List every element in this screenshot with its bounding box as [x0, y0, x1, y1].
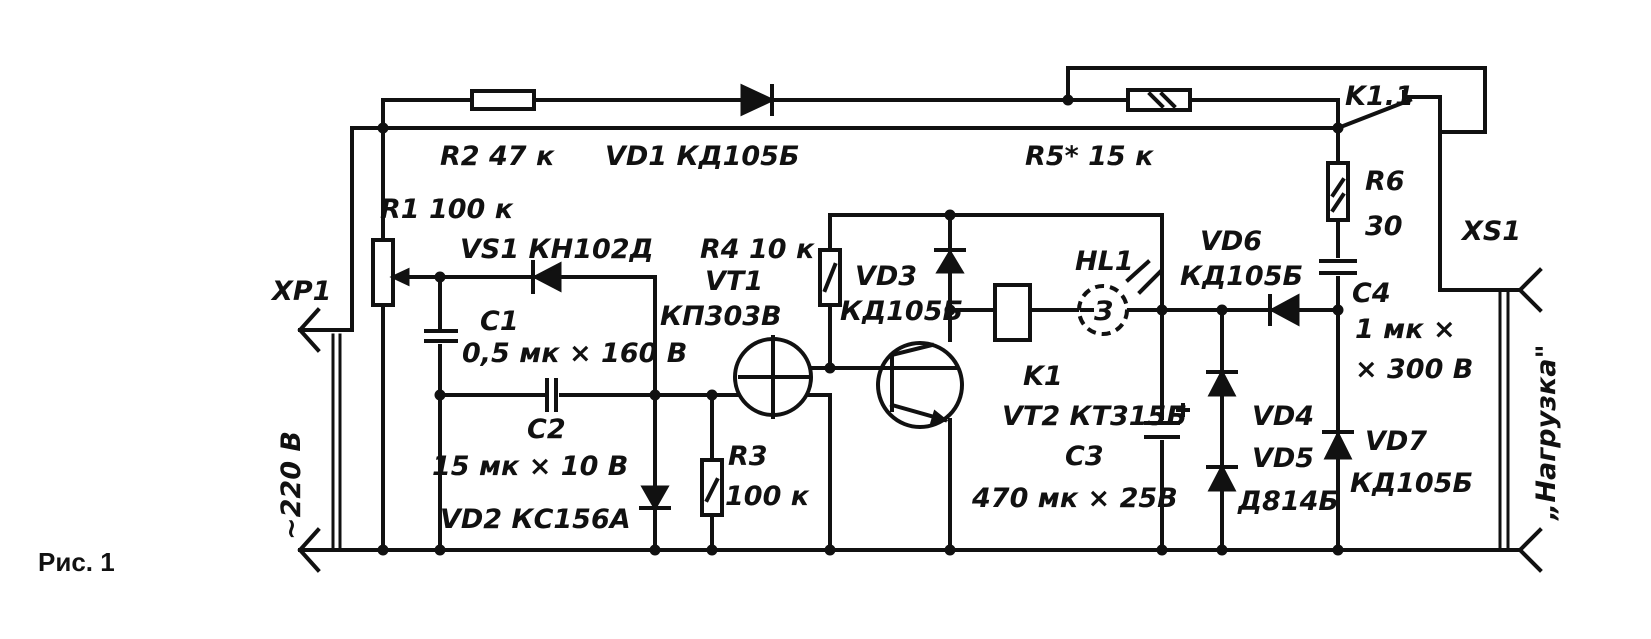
fet-vt1-symbol — [733, 337, 813, 417]
label-c4-value1: 1 мк × — [1355, 314, 1456, 345]
capacitor-c1-symbol — [424, 329, 458, 344]
label-r3: R3 — [728, 441, 768, 472]
zener-vd5-symbol — [1206, 463, 1238, 492]
plug-xp1 — [297, 307, 342, 573]
potentiometer-r1-symbol — [371, 238, 410, 307]
lamp-hl1-symbol: З — [1077, 259, 1163, 336]
zener-vd2-symbol — [639, 485, 671, 512]
label-vd45-type: Д814Б — [1237, 486, 1339, 517]
resistor-r5-symbol — [1126, 88, 1192, 112]
lamp-marker: З — [1093, 296, 1113, 327]
label-vd6-type: КД105Б — [1180, 261, 1303, 292]
resistor-r3-symbol — [700, 458, 724, 517]
label-r4: R4 10 к — [700, 234, 815, 265]
label-r6: R6 — [1365, 166, 1405, 197]
label-c3-value: 470 мк × 25В — [971, 483, 1178, 514]
label-mains-voltage: ~220 В — [276, 431, 307, 540]
label-vd6: VD6 — [1200, 226, 1262, 257]
figure-caption: Рис. 1 — [38, 547, 115, 577]
label-c1: C1 — [480, 306, 519, 337]
label-load: „Нагрузка" — [1531, 344, 1562, 521]
label-r2: R2 47 к — [440, 141, 555, 172]
label-vd4: VD4 — [1252, 401, 1314, 432]
label-c3: C3 — [1065, 441, 1104, 472]
junctions — [377, 94, 1344, 556]
resistor-r4-symbol — [818, 248, 842, 307]
label-r5: R5* 15 к — [1025, 141, 1154, 172]
label-c1-value: 0,5 мк × 160 В — [462, 338, 687, 369]
label-k11: K1.1 — [1345, 81, 1414, 112]
label-vd7: VD7 — [1365, 426, 1427, 457]
label-xp1: XP1 — [270, 276, 331, 307]
socket-xs1 — [1498, 267, 1543, 573]
label-c4-value2: × 300 В — [1355, 354, 1473, 385]
capacitor-c4-symbol — [1319, 258, 1357, 276]
label-vs1: VS1 КН102Д — [460, 234, 654, 265]
label-vd1: VD1 КД105Б — [605, 141, 800, 172]
label-vd7-type: КД105Б — [1350, 468, 1473, 499]
label-hl1: HL1 — [1075, 246, 1134, 277]
capacitor-c2-symbol — [545, 378, 559, 412]
label-r3-value: 100 к — [725, 481, 810, 512]
label-c2-value: 15 мк × 10 В — [432, 451, 628, 482]
label-r6-value: 30 — [1365, 211, 1403, 242]
label-c2: C2 — [527, 414, 566, 445]
transistor-vt2-symbol — [876, 341, 964, 429]
label-vd5: VD5 — [1252, 443, 1314, 474]
label-xs1: XS1 — [1460, 216, 1521, 247]
label-vt1-type: КП303В — [660, 301, 782, 332]
diode-vd1-symbol — [740, 83, 776, 117]
diode-vd7-symbol — [1322, 430, 1354, 460]
label-k1: K1 — [1023, 361, 1063, 392]
label-vt1: VT1 — [705, 266, 763, 297]
label-r1: R1 100 к — [380, 194, 514, 225]
label-vd3-type: КД105Б — [840, 296, 963, 327]
thyristor-vs1-symbol — [531, 260, 562, 294]
label-vd3: VD3 — [855, 261, 917, 292]
capacitor-c3-symbol — [1144, 403, 1190, 440]
diode-vd6-symbol — [1268, 293, 1300, 327]
zener-vd4-symbol — [1206, 368, 1238, 397]
diode-vd3-symbol — [934, 248, 966, 274]
label-vt2: VT2 КТ315Б — [1002, 401, 1187, 432]
label-vd2: VD2 КС156А — [440, 504, 631, 535]
relay-k1-coil — [993, 283, 1032, 342]
resistor-r6-symbol — [1326, 161, 1350, 222]
resistor-r2-symbol — [470, 89, 536, 111]
label-c4: C4 — [1352, 278, 1391, 309]
